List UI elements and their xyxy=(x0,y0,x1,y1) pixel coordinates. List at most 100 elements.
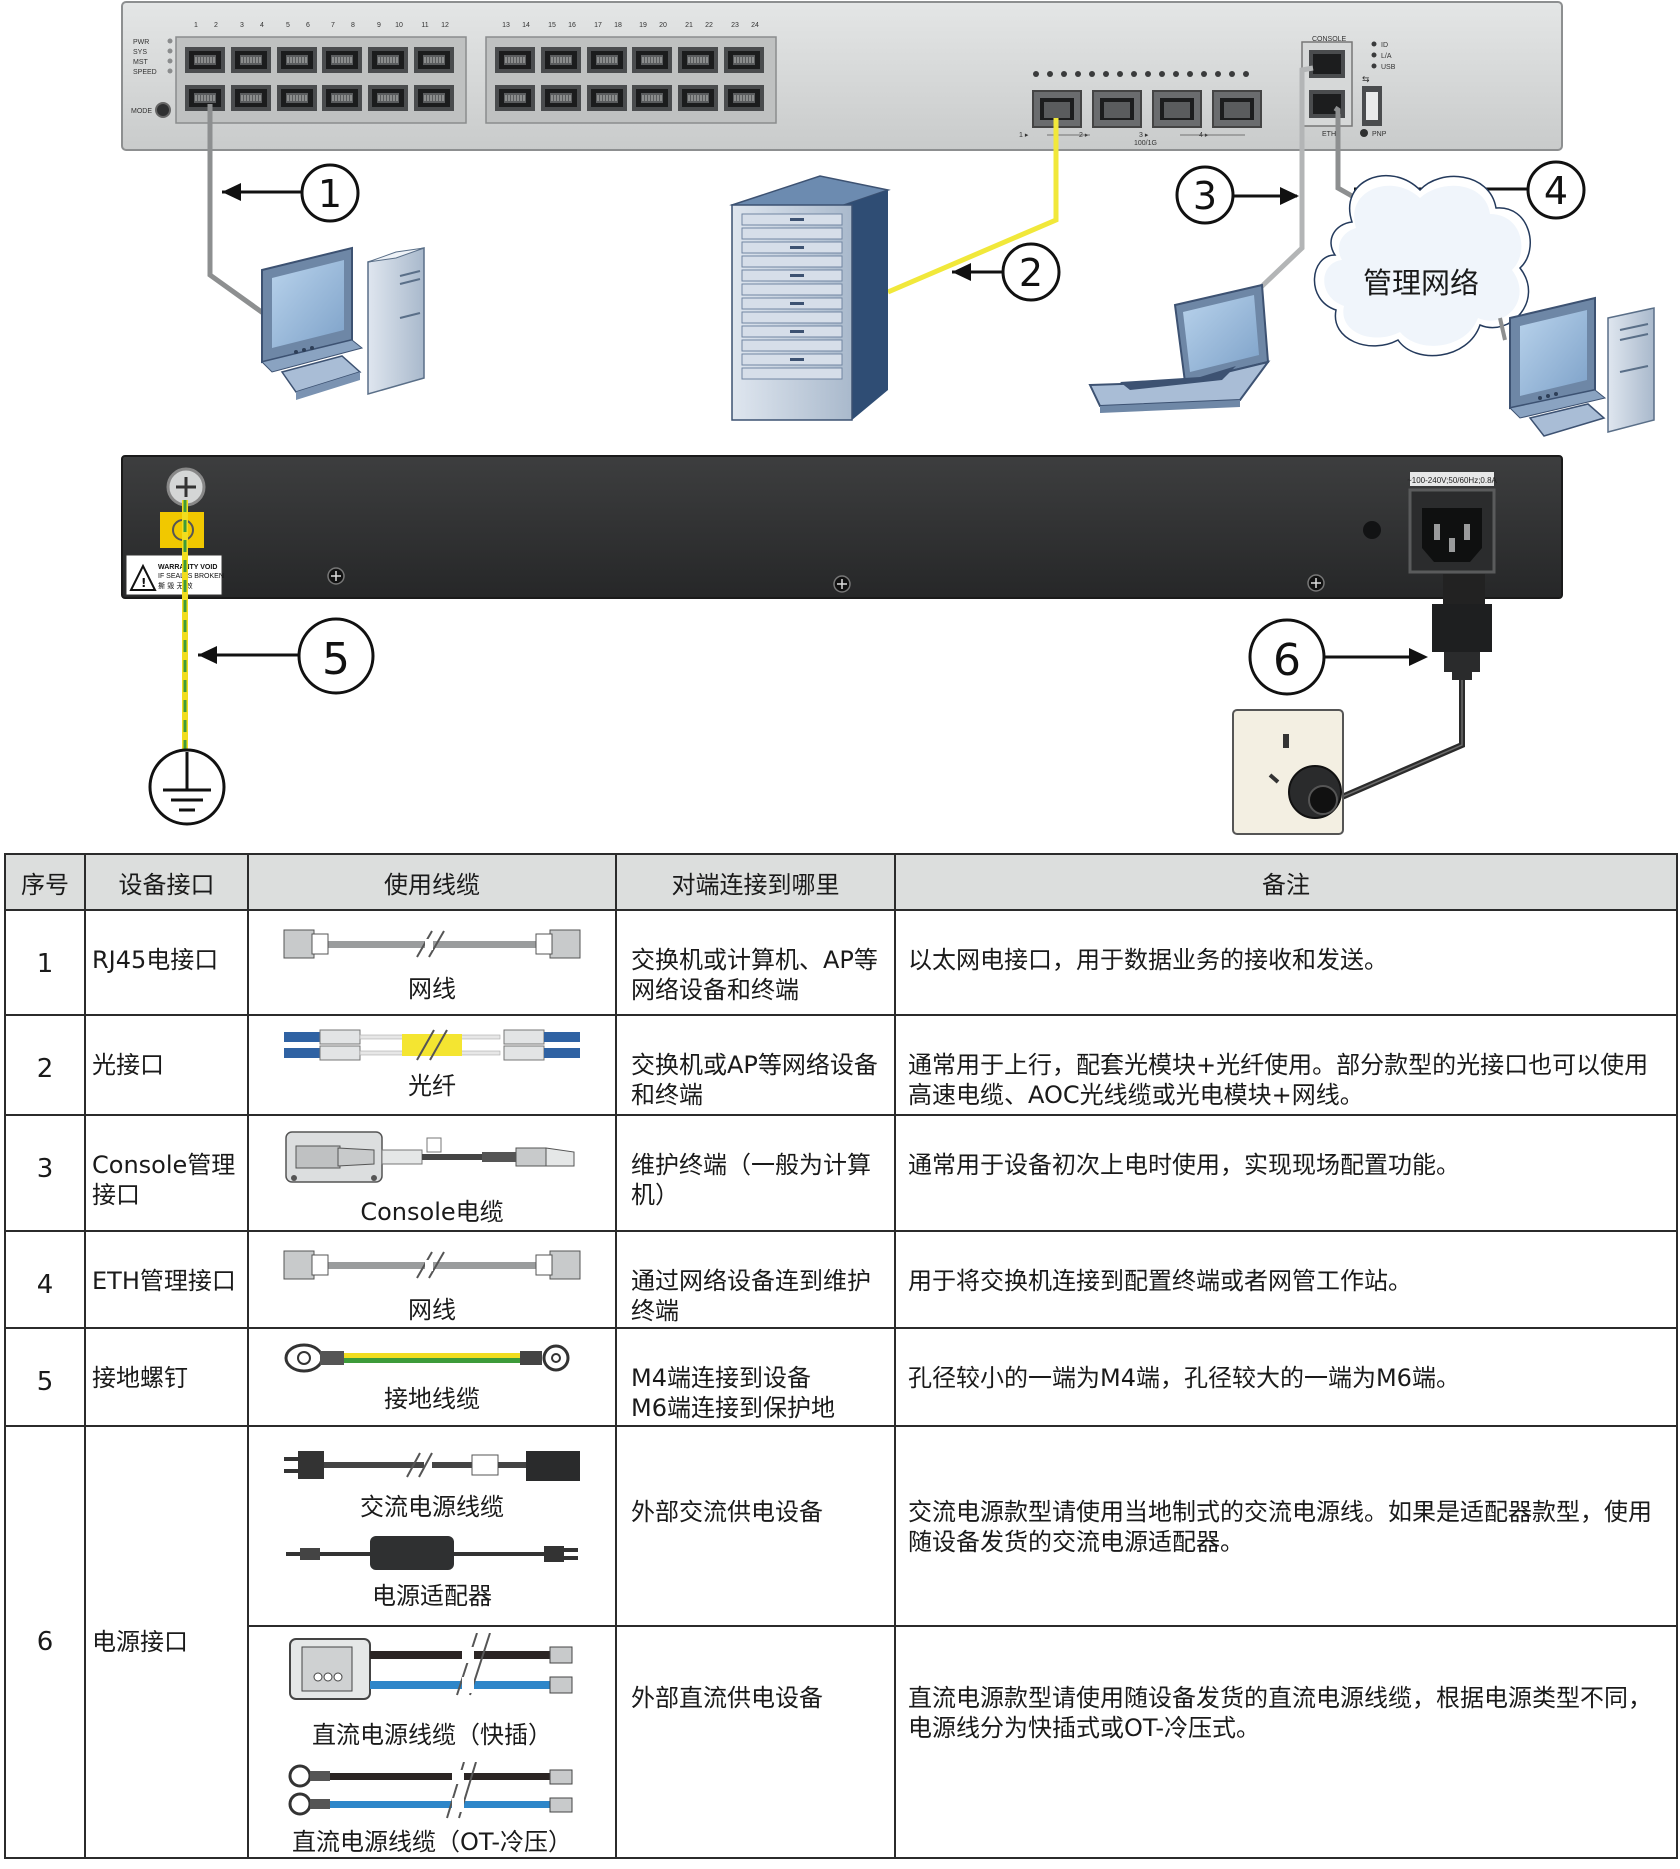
sfp-label-1: 1 ▸ xyxy=(1019,132,1029,139)
row-note: 用于将交换机连接到配置终端或者网管工作站。 xyxy=(894,1230,1678,1329)
led-label-pwr: PWR xyxy=(133,39,149,46)
header-interface: 设备接口 xyxy=(84,853,249,911)
peer-line-m4: M4端连接到设备 xyxy=(631,1364,811,1392)
header-no: 序号 xyxy=(4,853,86,911)
callout-number-5: 5 xyxy=(322,634,350,685)
port-num-13: 13 xyxy=(502,22,510,29)
row-cable: 接地线缆 xyxy=(247,1327,617,1427)
cable-4-eth xyxy=(1333,105,1354,199)
table-row: 4 ETH管理接口 网线 通过网络设备连到维护终端 用于将交换机连接到配置终端或… xyxy=(4,1230,1678,1329)
row-peer: 交换机或AP等网络设备和终端 xyxy=(615,1014,896,1116)
cable-2-fiber xyxy=(887,118,1059,295)
callout-5: 5 xyxy=(198,617,375,695)
port-num-2: 2 xyxy=(214,22,218,29)
row-note: 通常用于上行，配套光模块+光纤使用。部分款型的光接口也可以使用高速电缆、AOC光… xyxy=(894,1014,1678,1116)
row-interface: Console管理接口 xyxy=(84,1114,249,1232)
row-no: 1 xyxy=(4,909,86,1016)
row-cable: 交流电源线缆 电源适配器 xyxy=(247,1425,617,1627)
network-workstation-icon xyxy=(1498,296,1655,437)
row-interface: RJ45电接口 xyxy=(84,909,249,1016)
row-cable: 光纤 xyxy=(247,1014,617,1116)
warranty-text-cn: 撕 毁 无 效 xyxy=(158,581,193,590)
dc-quick-connect-cable-icon xyxy=(289,1633,573,1700)
sfp-label-4: 4 ▸ xyxy=(1199,132,1209,139)
power-adapter-icon xyxy=(286,1536,578,1570)
port-num-3: 3 xyxy=(240,22,244,29)
row-cable: 直流电源线缆（快插） 直流电源线缆（OT-冷压） xyxy=(247,1625,617,1859)
callout-2: 2 xyxy=(952,242,1061,302)
row-no: 3 xyxy=(4,1114,86,1232)
port-num-7: 7 xyxy=(331,22,335,29)
power-plug xyxy=(1432,574,1492,680)
table-row: 直流电源线缆（快插） 直流电源线缆（OT-冷压） 外部直流供电设备 直流电源款型… xyxy=(5,1625,1678,1859)
port-num-8: 8 xyxy=(351,22,355,29)
power-rating-label: ~100-240V;50/60Hz;0.8A xyxy=(1407,476,1497,485)
port-num-15: 15 xyxy=(548,22,556,29)
port-num-24: 24 xyxy=(751,22,759,29)
port-num-12: 12 xyxy=(441,22,449,29)
row-interface: ETH管理接口 xyxy=(84,1230,249,1329)
row-peer: 交换机或计算机、AP等网络设备和终端 xyxy=(615,909,896,1016)
cloud-label: 管理网络 xyxy=(1363,266,1479,300)
led-label-mst: MST xyxy=(133,59,149,66)
sfp-speed-label: 100/1G xyxy=(1134,140,1157,147)
header-note: 备注 xyxy=(894,853,1678,911)
header-peer: 对端连接到哪里 xyxy=(615,853,896,911)
led-label-usb: USB xyxy=(1381,64,1396,71)
cable-caption: 直流电源线缆（OT-冷压） xyxy=(291,1828,572,1856)
row-peer: 外部直流供电设备 xyxy=(615,1625,896,1859)
port-num-14: 14 xyxy=(522,22,530,29)
ac-power-inlet[interactable] xyxy=(1408,488,1496,574)
wall-socket-icon xyxy=(1232,709,1344,835)
desktop-computer-icon xyxy=(261,246,425,400)
sfp-label-2: 2 ▸ xyxy=(1079,132,1089,139)
callout-number-2: 2 xyxy=(1019,251,1043,295)
cable-caption: Console电缆 xyxy=(360,1198,504,1226)
ground-cable-icon xyxy=(284,1343,570,1373)
cable-1-network xyxy=(207,104,272,321)
switch-front-panel: PWR SYS MST SPEED MODE 1 2 3 4 5 6 7 8 9… xyxy=(121,1,1563,151)
callout-1: 1 xyxy=(222,163,360,223)
port-num-17: 17 xyxy=(594,22,602,29)
console-port[interactable] xyxy=(1309,50,1345,78)
laptop-icon xyxy=(1088,283,1271,413)
warranty-text: IF SEAL IS BROKEN xyxy=(158,573,224,580)
pnp-button[interactable] xyxy=(1360,129,1368,137)
console-cable-icon xyxy=(285,1131,575,1183)
row-cable: Console电缆 xyxy=(247,1114,617,1232)
row-no: 5 xyxy=(4,1327,86,1427)
management-network-cloud: 管理网络 xyxy=(1313,174,1531,357)
server-rack-icon xyxy=(729,175,891,421)
row-cable: 网线 xyxy=(247,909,617,1016)
usb-port[interactable] xyxy=(1362,86,1382,126)
switch-rear-panel: ~100-240V;50/60Hz;0.8A ! WARRANTY VOID I… xyxy=(121,455,1563,599)
port-num-4: 4 xyxy=(260,22,264,29)
cable-caption: 接地线缆 xyxy=(384,1385,480,1413)
port-num-10: 10 xyxy=(395,22,403,29)
port-num-1: 1 xyxy=(194,22,198,29)
callout-number-4: 4 xyxy=(1544,169,1568,213)
port-num-11: 11 xyxy=(421,22,428,29)
row-no: 6 xyxy=(4,1425,86,1859)
port-num-18: 18 xyxy=(614,22,622,29)
mode-button[interactable] xyxy=(155,102,171,118)
cable-caption: 直流电源线缆（快插） xyxy=(312,1721,552,1749)
row-no: 2 xyxy=(4,1014,86,1116)
eth-label: ETH xyxy=(1322,131,1336,138)
port-num-21: 21 xyxy=(685,22,693,29)
connection-table: 序号 设备接口 使用线缆 对端连接到哪里 备注 1 RJ45电接口 网线 交换机… xyxy=(4,853,1678,1859)
table-row: 6 电源接口 交流电源线缆 xyxy=(4,1425,1678,1859)
usb-icon: ⇆ xyxy=(1362,75,1370,85)
table-row: 5 接地螺钉 接地线缆 M4端连接到设备 M6端连接到保护地 孔径较小的一端为M… xyxy=(4,1327,1678,1427)
dc-ot-terminal-cable-icon xyxy=(288,1762,573,1819)
led-label-speed: SPEED xyxy=(133,69,157,76)
table-row: 1 RJ45电接口 网线 交换机或计算机、AP等网络设备和终端 以太网电接口，用… xyxy=(4,909,1678,1016)
row-no: 4 xyxy=(4,1230,86,1329)
led-label-sys: SYS xyxy=(133,49,147,56)
cable-caption: 电源适配器 xyxy=(372,1582,492,1610)
led-label-id: ID xyxy=(1381,42,1388,49)
callout-3: 3 xyxy=(1175,165,1299,225)
row-note: 直流电源款型请使用随设备发货的直流电源线缆，根据电源类型不同，电源线分为快插式或… xyxy=(894,1625,1678,1859)
port-num-16: 16 xyxy=(568,22,576,29)
power-cable xyxy=(1333,680,1465,803)
